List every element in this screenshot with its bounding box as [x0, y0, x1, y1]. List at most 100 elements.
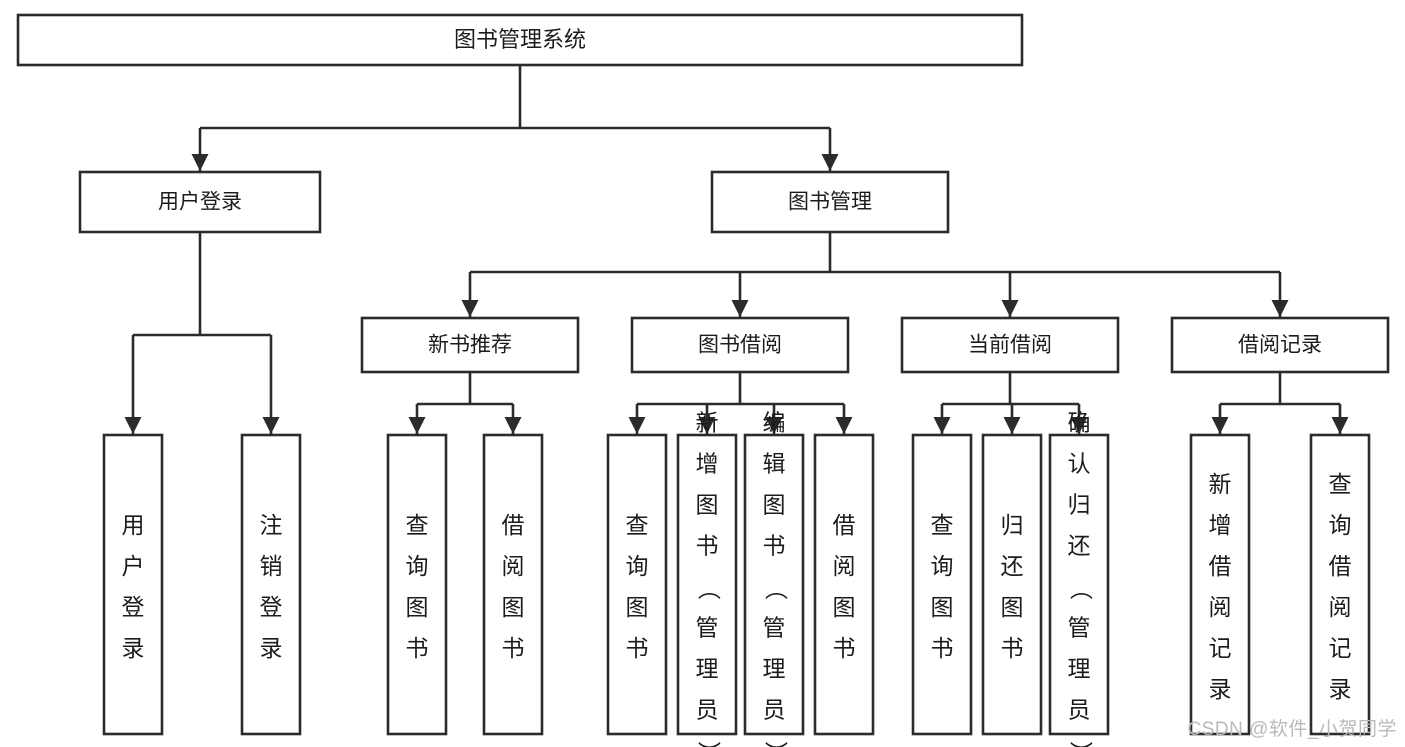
node-root-book-management-system-rect [16, 13, 1024, 67]
node-leaf-edit-book-char: 图 [763, 492, 786, 518]
node-leaf-query-book-2-char: 查 [626, 512, 649, 538]
node-new-book-recommend-label: 新书推荐 [428, 334, 512, 357]
node-leaf-query-record-char: 记 [1329, 635, 1352, 661]
node-leaf-query-book-1-char: 查 [406, 512, 429, 538]
node-leaf-add-book-char: 员 [696, 697, 719, 723]
node-leaf-borrow-book-1-rect [482, 433, 544, 736]
node-leaf-confirm-return-char: 归 [1068, 492, 1091, 518]
node-new-book-recommend-rect [360, 316, 580, 374]
node-book-manage[interactable]: 图书管理 [710, 170, 950, 234]
node-leaf-user-login[interactable]: 用户登录 [102, 433, 164, 736]
node-leaf-borrow-book-1-char: 借 [502, 512, 525, 538]
node-leaf-query-record-char: 录 [1329, 676, 1352, 702]
arrow-head-icon [1271, 300, 1289, 317]
node-leaf-add-record-char: 阅 [1209, 594, 1232, 620]
node-leaf-edit-book-char: 员 [763, 697, 786, 723]
node-leaf-add-book-char: 管 [696, 615, 719, 641]
node-leaf-edit-book-char: 编 [763, 410, 786, 436]
node-leaf-confirm-return-char: （ [1068, 577, 1094, 600]
arrow-head-icon [821, 154, 839, 171]
node-leaf-confirm-return-char: 还 [1068, 533, 1091, 559]
node-leaf-edit-book-char: （ [763, 577, 789, 600]
node-leaf-add-book-char: 理 [696, 656, 719, 682]
node-leaf-add-record-char: 增 [1209, 512, 1232, 538]
node-leaf-query-book-3-char: 图 [931, 594, 954, 620]
node-leaf-user-logout-rect [240, 433, 302, 736]
node-leaf-add-book-char: ） [696, 741, 722, 747]
arrow-head-icon [628, 417, 646, 434]
arrow-head-icon [933, 417, 951, 434]
node-leaf-add-record-char: 新 [1209, 471, 1232, 497]
node-leaf-query-book-1-char: 图 [406, 594, 429, 620]
arrow-head-icon [124, 417, 142, 434]
arrow-head-icon [504, 417, 522, 434]
node-borrow-record[interactable]: 借阅记录 [1170, 316, 1390, 374]
node-leaf-user-login-char: 用 [122, 512, 145, 538]
node-leaf-user-login-char: 户 [122, 553, 145, 579]
node-leaf-return-book-char: 图 [1001, 594, 1024, 620]
node-leaf-query-book-1-char: 书 [406, 635, 429, 661]
node-book-borrow[interactable]: 图书借阅 [630, 316, 850, 374]
node-leaf-user-login-char: 录 [122, 635, 145, 661]
node-leaf-user-login-char: 登 [122, 594, 145, 620]
node-book-borrow-rect [630, 316, 850, 374]
node-root-book-management-system[interactable]: 图书管理系统 [16, 13, 1024, 67]
node-user-login-label: 用户登录 [158, 191, 242, 214]
node-borrow-record-rect [1170, 316, 1390, 374]
node-leaf-borrow-book-2-char: 阅 [833, 553, 856, 579]
node-new-book-recommend[interactable]: 新书推荐 [360, 316, 580, 374]
node-leaf-add-book-rect [676, 433, 738, 736]
watermark-text: CSDN @软件_小贺同学 [1187, 719, 1397, 740]
node-leaf-confirm-return-char: 员 [1068, 697, 1091, 723]
arrow-head-icon [461, 300, 479, 317]
node-current-borrow[interactable]: 当前借阅 [900, 316, 1120, 374]
arrow-head-icon [1070, 417, 1088, 434]
node-leaf-edit-book-char: ） [763, 741, 789, 747]
node-leaf-user-logout-char: 注 [260, 512, 283, 538]
node-leaf-add-book-char: 新 [696, 410, 719, 436]
node-leaf-return-book-char: 归 [1001, 512, 1024, 538]
node-leaf-borrow-book-2-rect [813, 433, 875, 736]
node-leaf-add-book-char: 图 [696, 492, 719, 518]
node-leaf-query-record-char: 阅 [1329, 594, 1352, 620]
node-leaf-query-book-3-char: 询 [931, 553, 954, 579]
node-leaf-edit-book-char: 辑 [763, 451, 786, 477]
node-leaf-query-record-char: 查 [1329, 471, 1352, 497]
node-leaf-return-book-rect [981, 433, 1043, 736]
node-leaf-query-book-2-rect [606, 433, 668, 736]
arrow-head-icon [408, 417, 426, 434]
arrow-head-icon [262, 417, 280, 434]
node-leaf-query-book-1-rect [386, 433, 448, 736]
node-leaf-query-book-2-char: 询 [626, 553, 649, 579]
node-leaf-borrow-book-1-char: 书 [502, 635, 525, 661]
node-leaf-query-record-char: 借 [1329, 553, 1352, 579]
node-user-login[interactable]: 用户登录 [78, 170, 322, 234]
node-leaf-confirm-return-rect [1048, 433, 1110, 736]
node-leaf-borrow-book-2-char: 借 [833, 512, 856, 538]
node-borrow-record-label: 借阅记录 [1238, 334, 1322, 357]
arrow-head-icon [765, 417, 783, 434]
arrow-head-icon [1001, 300, 1019, 317]
node-leaf-borrow-book-2-char: 图 [833, 594, 856, 620]
node-leaf-query-book-2-char: 书 [626, 635, 649, 661]
node-book-manage-label: 图书管理 [788, 191, 872, 214]
node-current-borrow-label: 当前借阅 [968, 334, 1052, 357]
arrow-head-icon [1211, 417, 1229, 434]
node-current-borrow-rect [900, 316, 1120, 374]
node-leaf-query-book-3-char: 书 [931, 635, 954, 661]
node-leaf-confirm-return-char: 理 [1068, 656, 1091, 682]
node-leaf-add-book-char: 增 [696, 451, 719, 477]
